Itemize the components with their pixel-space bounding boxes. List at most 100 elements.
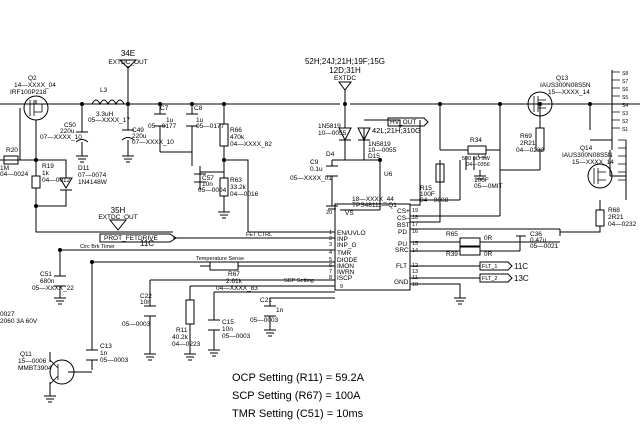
c57-capacitor-symbol xyxy=(194,173,206,183)
c7-ref: C7 xyxy=(160,105,169,112)
q11-part: 15—0006 xyxy=(18,358,47,365)
r69-value: 2R21 xyxy=(520,140,536,147)
c2-part: 05—0MIT xyxy=(474,183,503,190)
net-extdc: EXTDC xyxy=(334,75,356,82)
r15-resistor-symbol xyxy=(435,163,445,183)
r68-resistor-symbol xyxy=(595,209,605,227)
r65-ref: R65 xyxy=(446,231,458,238)
net-11c-prot: 11C xyxy=(140,239,154,248)
c8-part: 05—0177 xyxy=(196,123,225,130)
c49-capacitor-symbol xyxy=(121,129,135,141)
q13-ref: Q13 xyxy=(556,75,569,82)
r34-ref: R34 xyxy=(470,137,482,144)
c21-ref: C21 xyxy=(260,297,272,304)
c22-ref: C22 xyxy=(140,293,152,300)
r34-part: 04—0356 xyxy=(466,162,490,168)
c13-part: 05—0003 xyxy=(100,357,129,364)
net-extdc-out-top: EXTDC_OUT xyxy=(108,59,147,66)
net-scp-setting: SCP Setting xyxy=(284,278,314,284)
hv-out-flag xyxy=(387,117,429,127)
d15-part: 10—0055 xyxy=(368,147,397,154)
c8-capacitor-symbol xyxy=(186,113,198,127)
net-12d: 12D;31H xyxy=(329,66,361,75)
r11-part: 04—0223 xyxy=(172,341,201,348)
r63-value: 33.2k xyxy=(230,184,247,191)
r19-part: 04—0012 xyxy=(42,177,71,184)
c9-ref: C9 xyxy=(310,159,319,166)
pin-num-2: 2 xyxy=(329,236,332,242)
c49-ref: C49 xyxy=(132,127,144,134)
c2-capacitor-symbol xyxy=(465,156,475,170)
fuse-value: 2060 3A 60V xyxy=(0,318,38,325)
r11-ref: R11 xyxy=(176,327,188,334)
labels: 34E EXTDC_OUT 52H;24J;21H;19F;15G 12D;31… xyxy=(0,49,637,372)
d15-diode-symbol xyxy=(357,127,371,142)
r11-resistor-symbol xyxy=(185,299,195,325)
c50-ref: C50 xyxy=(64,122,76,129)
pin-num-19: 19 xyxy=(412,208,418,214)
conn-s4: S4 xyxy=(622,103,628,109)
c13-value: 1n xyxy=(100,350,108,357)
c9-part: 05—XXXX_01 xyxy=(290,175,332,182)
d11-value: 1N4148W xyxy=(78,179,108,186)
r66-value: 470k xyxy=(230,134,245,141)
pin-num-6: 6 xyxy=(329,263,332,269)
c21-value: 1n xyxy=(276,307,284,314)
c15-ref: C15 xyxy=(222,319,234,326)
r69-resistor-symbol xyxy=(535,127,545,151)
prot-fetdrive-flag-symbol xyxy=(99,233,177,243)
c57-part: 05—0004 xyxy=(198,187,227,194)
q11-value: MMBT3904 xyxy=(18,365,52,372)
d4-diode-symbol xyxy=(338,127,352,142)
r69-ref: R69 xyxy=(520,133,532,140)
conn-s3: S3 xyxy=(622,111,628,117)
note-scp-setting: SCP Setting (R67) = 100A xyxy=(232,390,361,402)
r66-ref: R66 xyxy=(230,127,242,134)
net-52h: 52H;24J;21H;19F;15G xyxy=(305,57,385,66)
c7-part: 05—0177 xyxy=(148,123,177,130)
q2-part: 14—XXXX_04 xyxy=(14,82,56,89)
pin-diode: DIODE xyxy=(337,257,358,264)
net-hv-out: HV_OUT xyxy=(390,119,416,126)
c22-capacitor-symbol xyxy=(144,305,156,317)
q14-part: 15—XXXX_14 xyxy=(572,159,614,166)
q13-part: 15—XXXX_14 xyxy=(548,89,590,96)
note-ocp-setting: OCP Setting (R11) = 59.2A xyxy=(232,372,365,384)
r11-value: 40.2k xyxy=(172,334,189,341)
conn-s6: S6 xyxy=(622,87,628,93)
r68-value: 2R21 xyxy=(608,214,624,221)
pin-num-20: 20 xyxy=(326,210,332,216)
pin-imon: IMON xyxy=(337,263,354,270)
pin-cs-minus: CS— xyxy=(397,215,413,222)
q2-value: IRF100P218 xyxy=(10,89,47,96)
extdc-flag-symbol xyxy=(338,81,352,91)
r68-part: 04—0232 xyxy=(608,221,637,228)
conn-s5: S5 xyxy=(622,95,628,101)
pin-inp-g: INP_G xyxy=(337,242,357,249)
c51-capacitor-symbol xyxy=(54,275,66,287)
r67-part: 04—XXXX_83 xyxy=(216,285,258,292)
en-uvlo-wire xyxy=(224,159,335,233)
pin-pu: PU xyxy=(398,241,407,248)
c22-value: 10n xyxy=(140,299,151,306)
net-flt2: FLT_2 xyxy=(482,276,498,282)
d11-diode-symbol xyxy=(59,177,73,191)
u6-ic-symbol xyxy=(334,203,411,291)
l3-value: 3.3uH xyxy=(96,111,114,118)
r66-part: 04—XXXX_82 xyxy=(230,141,272,148)
c9-value: 0.1u xyxy=(310,166,323,173)
q2-ref: Q2 xyxy=(28,75,37,82)
c8-ref: C8 xyxy=(194,105,203,112)
c15-value: 10n xyxy=(222,326,233,333)
conn-s8: S8 xyxy=(622,71,628,77)
pin-num-7: 7 xyxy=(329,269,332,275)
net-extdc-out-bottom: EXTDC_OUT xyxy=(98,214,137,221)
r20-ref: R20 xyxy=(6,147,18,154)
pin-num-18: 18 xyxy=(412,215,418,221)
pin-bst: BST xyxy=(397,222,410,229)
net-11c: 11C xyxy=(514,262,528,271)
c13-ref: C13 xyxy=(100,343,112,350)
c49-part: 07—XXXX_10 xyxy=(132,139,174,146)
net-flt1: FLT_1 xyxy=(482,264,498,270)
d4-part: 10—0055 xyxy=(318,130,347,137)
